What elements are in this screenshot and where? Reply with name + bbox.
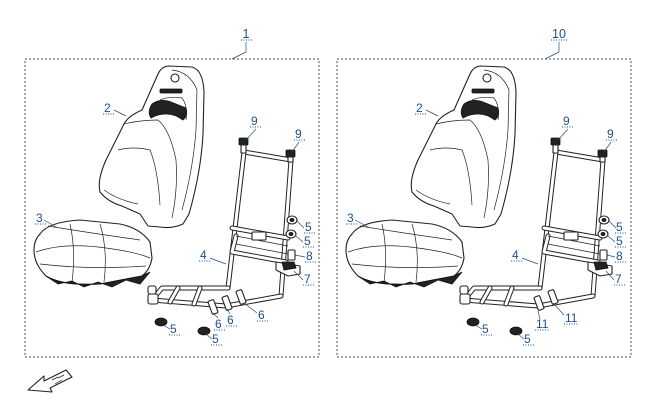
callout: 9: [563, 114, 570, 128]
callout: 7: [304, 272, 311, 286]
nut-bottom-1: [154, 317, 168, 327]
seat-cushion: [345, 219, 465, 288]
seat-bracket: [275, 261, 301, 277]
callout: 9: [251, 114, 258, 128]
callouts-right: 2 3 4 9 9 5 5 8 7: [346, 101, 626, 346]
washer-upper-1: [598, 215, 610, 225]
seat-bracket: [587, 261, 613, 277]
bolt-top-right: [285, 149, 296, 163]
callout: 6: [227, 313, 234, 327]
callout: 5: [304, 234, 311, 248]
callout: 5: [482, 322, 489, 336]
callout: 5: [305, 220, 312, 234]
callout: 8: [616, 249, 623, 263]
callout: 6: [215, 317, 222, 331]
seat-parts-right: [345, 65, 613, 336]
group-label-right: 10: [552, 27, 566, 41]
callout: 9: [295, 127, 302, 141]
seat-cushion: [33, 219, 153, 288]
callout: 6: [258, 308, 265, 322]
callouts-left: 2 3 4 9 9 5 5 8 7: [35, 101, 316, 346]
callout: 11: [536, 317, 549, 331]
front-direction-arrow-icon: [27, 369, 73, 393]
seat-backrest: [410, 65, 517, 229]
nut-bottom-2: [197, 326, 211, 336]
callout: 9: [607, 127, 614, 141]
group-label-left: 1: [243, 27, 250, 41]
callout: 3: [347, 211, 354, 225]
callout: 2: [416, 101, 423, 115]
callout: 5: [524, 332, 531, 346]
seat-parts-left: [33, 65, 301, 336]
bolt-side: [599, 249, 608, 261]
spacer-bolts: [533, 289, 559, 311]
callout: 5: [616, 234, 623, 248]
callout: 3: [36, 211, 43, 225]
callout: 5: [212, 332, 219, 346]
bolt-top-left: [550, 137, 561, 154]
seat-assembly-group-left: 1: [24, 27, 320, 358]
nut-bottom-1: [466, 317, 480, 327]
washer-upper-1: [286, 215, 298, 225]
callout: 2: [104, 101, 111, 115]
callout: 4: [512, 248, 519, 262]
seat-backrest: [98, 65, 205, 229]
bolt-top-right: [597, 149, 608, 163]
nut-bottom-2: [509, 326, 523, 336]
callout: 8: [306, 249, 313, 263]
washer-upper-2: [597, 229, 609, 239]
callout: 5: [170, 322, 177, 336]
callout: 7: [615, 272, 622, 286]
callout: 11: [565, 311, 578, 325]
seat-assembly-group-right: 10: [336, 27, 632, 358]
bolt-side: [287, 249, 296, 261]
callout: 4: [200, 248, 207, 262]
callout: 5: [616, 220, 623, 234]
washer-upper-2: [285, 229, 297, 239]
bolt-top-left: [238, 137, 249, 154]
spacer-bolts: [207, 289, 247, 315]
